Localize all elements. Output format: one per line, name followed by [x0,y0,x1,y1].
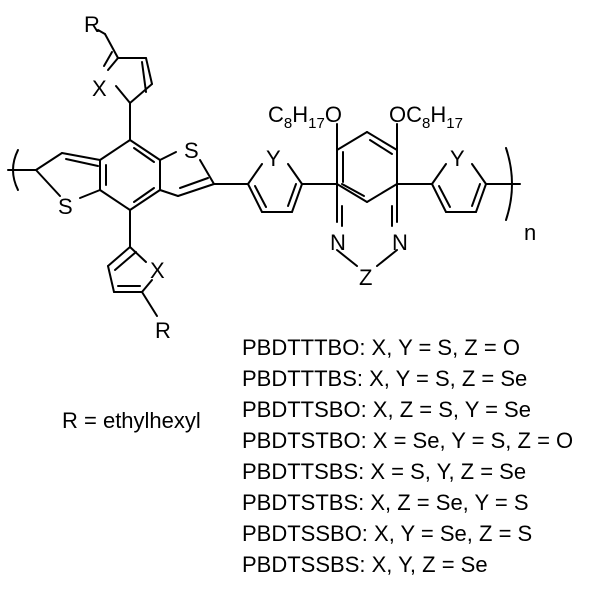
polymer-variant-item: PBDTTTBO: X, Y = S, Z = O [242,335,520,360]
alkoxy-right: OC8H17 [389,102,463,132]
atom-r-bottom: R [155,318,171,343]
atom-z: Z [359,265,372,290]
atom-s-bdt-right: S [184,138,199,163]
atom-x-bottom: X [150,258,165,283]
alkoxy-left-h-count: 17 [308,115,325,132]
atom-r-top: R [84,12,100,37]
repeat-unit-n: n [524,220,536,245]
polymer-variant-item: PBDTSTBS: X, Z = Se, Y = S [242,490,529,515]
polymer-variant-list: PBDTTTBO: X, Y = S, Z = O PBDTTTBS: X, Y… [242,332,573,580]
atom-s-bdt-left: S [58,194,73,219]
polymer-variant-item: PBDTSSBS: X, Y, Z = Se [242,552,488,577]
alkoxy-right-h-count: 17 [446,115,463,132]
polymer-variant-item: PBDTSSBO: X, Y = Se, Z = S [242,521,533,546]
polymer-variant-item: PBDTSTBO: X = Se, Y = S, Z = O [242,428,574,453]
alkoxy-left-c-count: 8 [284,115,292,132]
alkoxy-right-c: C [406,102,422,127]
polymer-variant-item: PBDTTSBS: X = S, Y, Z = Se [242,459,527,484]
bond-skeleton [7,29,521,317]
atom-y-left: Y [266,146,281,171]
alkoxy-left-o: O [325,102,342,127]
polymer-variant-item: PBDTTSBO: X, Z = S, Y = Se [242,397,531,422]
alkoxy-left: C8H17O [268,102,342,132]
atom-x-top: X [92,76,107,101]
alkoxy-right-c-count: 8 [422,115,430,132]
alkoxy-left-c: C [268,102,284,127]
atom-n-left: N [330,230,346,255]
polymer-variant-item: PBDTTTBS: X, Y = S, Z = Se [242,366,528,391]
alkoxy-right-h: H [430,102,446,127]
r-group-definition: R = ethylhexyl [62,408,201,433]
atom-n-right: N [392,230,408,255]
alkoxy-right-o: O [389,102,406,127]
atom-y-right: Y [450,146,465,171]
alkoxy-left-h: H [292,102,308,127]
